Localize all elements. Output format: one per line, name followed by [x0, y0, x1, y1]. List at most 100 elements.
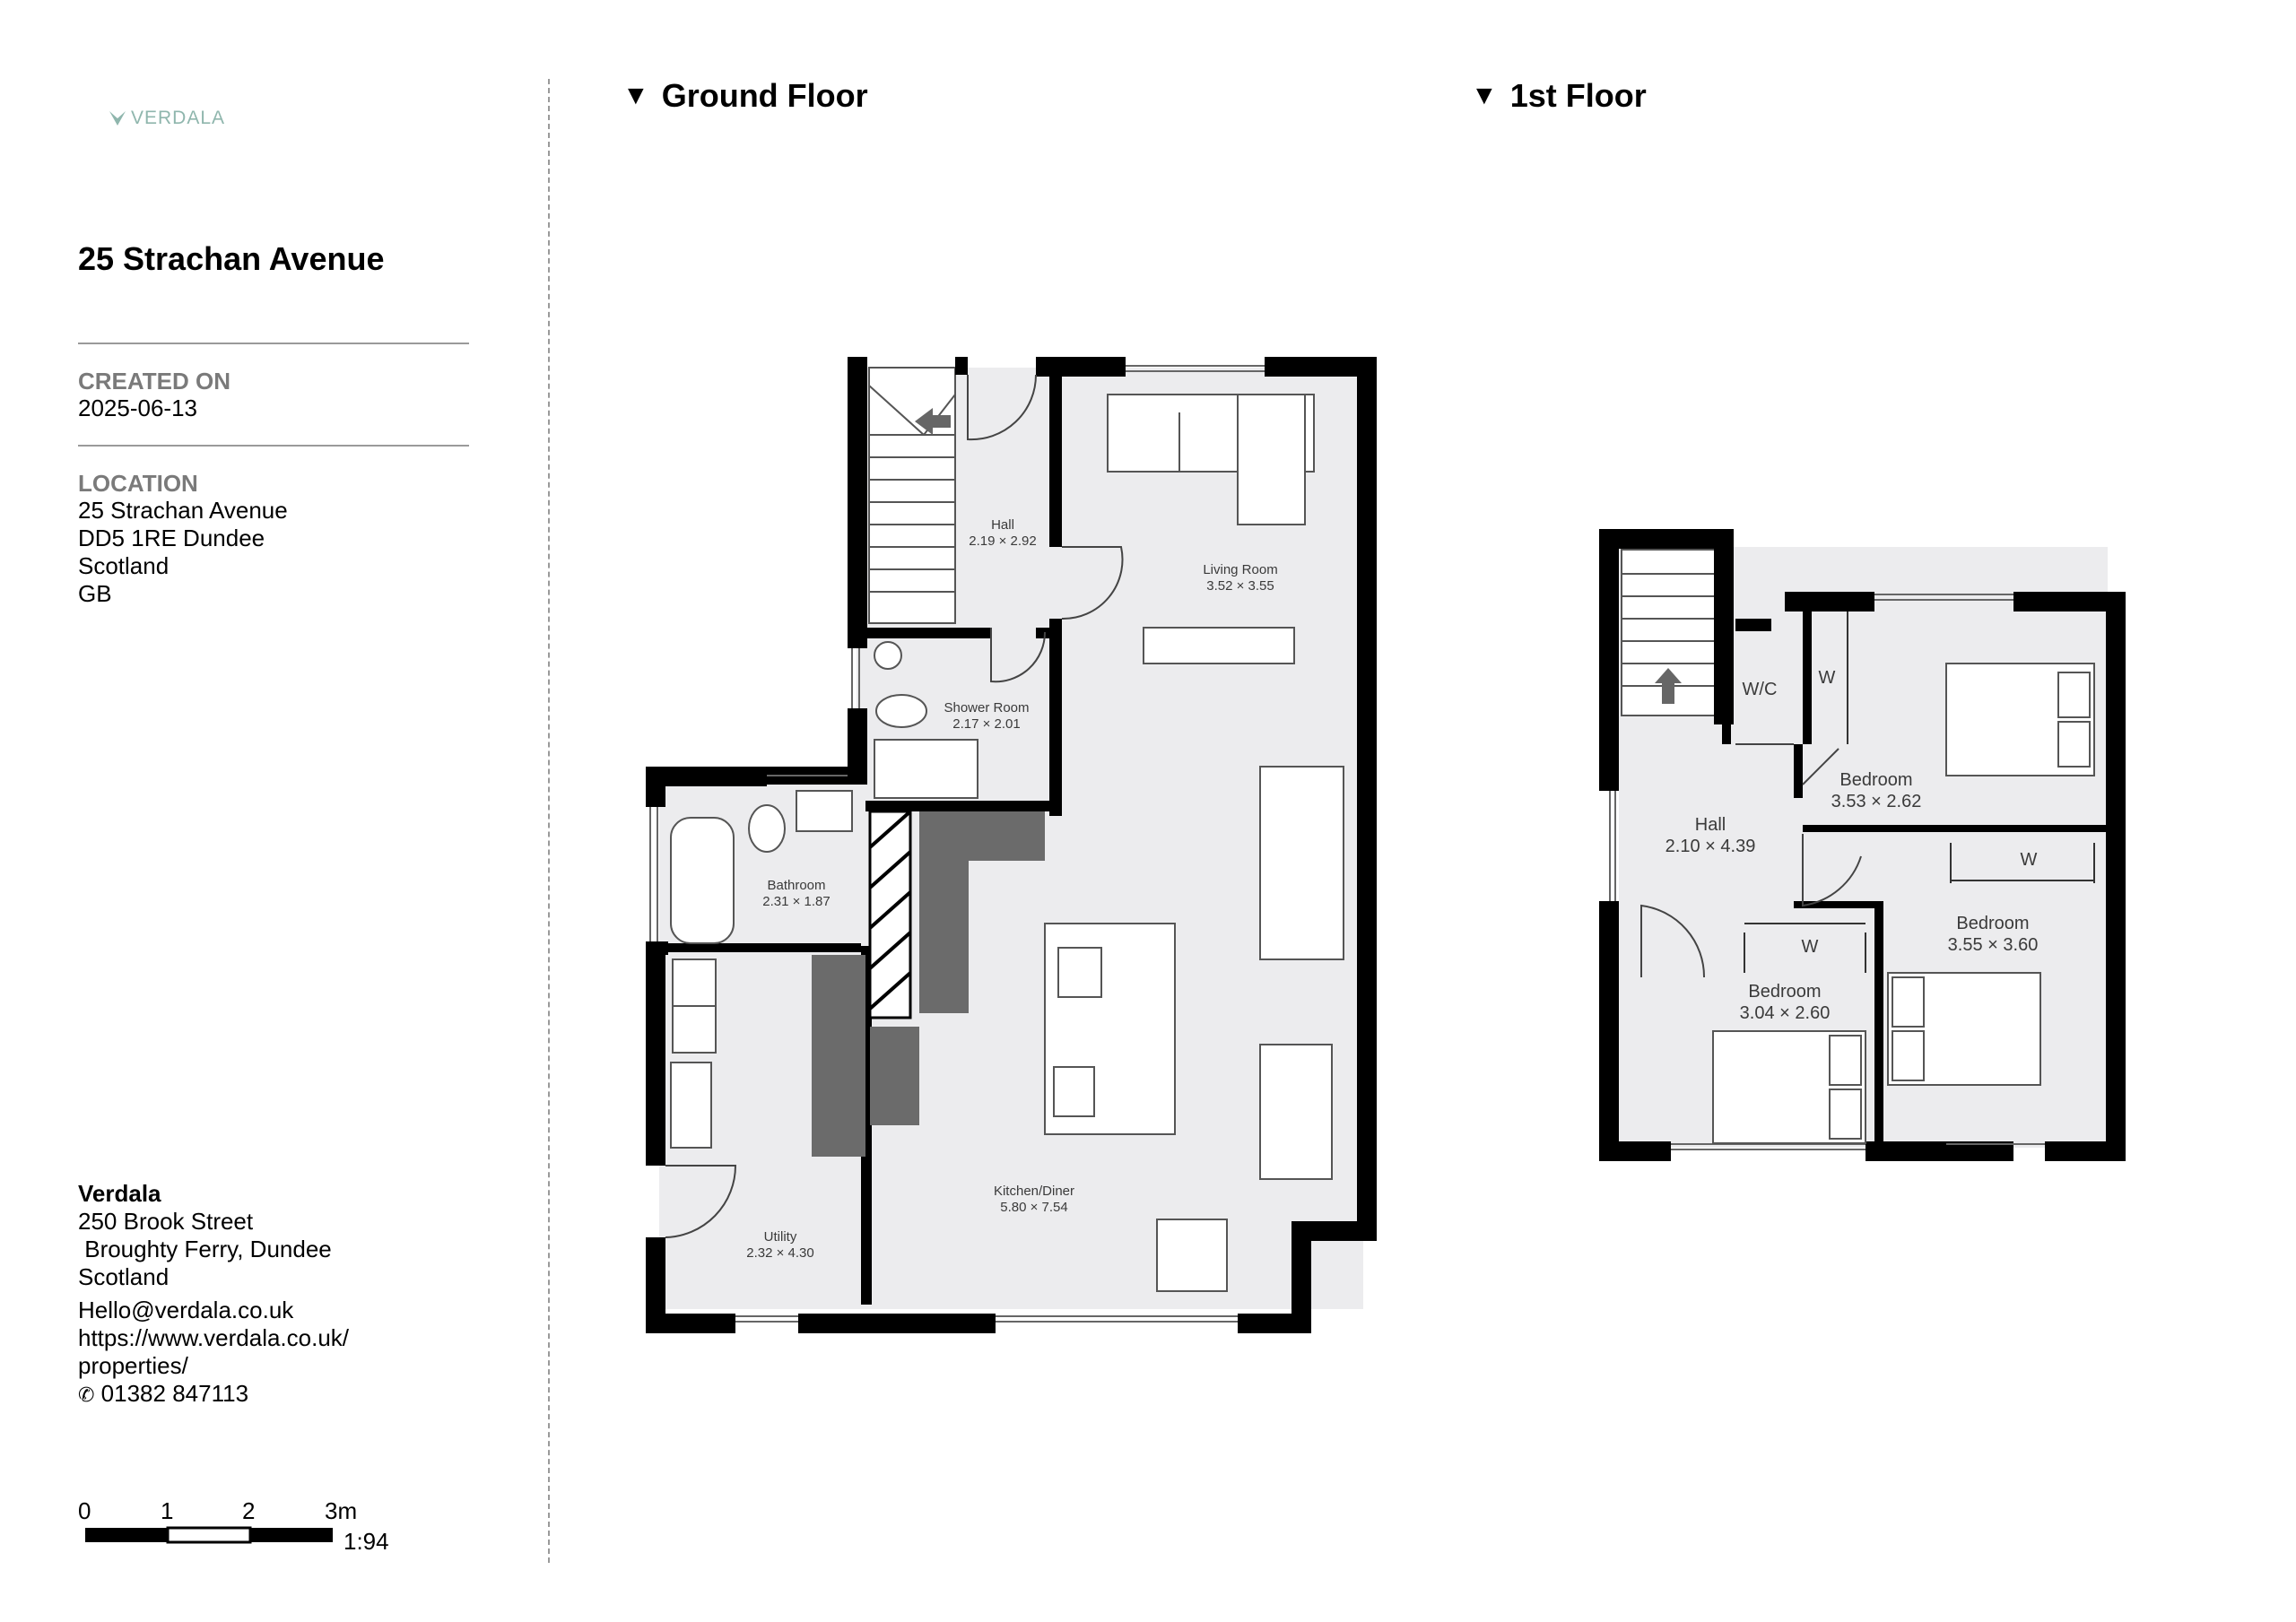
- room-label-bathroom: Bathroom 2.31 × 1.87: [762, 878, 830, 909]
- leaf-logo-icon: [109, 111, 126, 126]
- room-label-shower-room: Shower Room 2.17 × 2.01: [944, 700, 1029, 732]
- first-doors: [1640, 743, 1862, 978]
- brand-name: VERDALA: [131, 108, 226, 128]
- scale-tick-label: 3m: [325, 1499, 357, 1524]
- ground-windows: [649, 365, 1265, 1323]
- sofa-chaise: [1237, 394, 1306, 525]
- svg-text:Hall: Hall: [1695, 815, 1726, 835]
- triangle-down-icon: ▼: [622, 81, 649, 110]
- sofa-2: [1259, 1044, 1333, 1180]
- chimney-breast: [868, 810, 912, 1019]
- agent-address-line: Scotland: [78, 1263, 170, 1290]
- agent-block: Verdala 250 Brook Street Broughty Ferry,…: [78, 1180, 332, 1291]
- svg-text:Bedroom: Bedroom: [1839, 770, 1912, 790]
- agent-contact: Hello@verdala.co.uk https://www.verdala.…: [78, 1297, 349, 1409]
- room-label-bedroom-3: Bedroom 3.04 × 2.60: [1740, 982, 1831, 1023]
- svg-text:5.80 × 7.54: 5.80 × 7.54: [1000, 1200, 1067, 1215]
- arrow-left-icon: [915, 408, 951, 435]
- room-label-bedroom-2: Bedroom 3.55 × 3.60: [1948, 914, 2039, 955]
- agent-phone[interactable]: ✆ 01382 847113: [78, 1380, 349, 1409]
- website-line: properties/: [78, 1352, 188, 1379]
- scale-tick-label: 1: [161, 1499, 173, 1524]
- room-label-utility: Utility 2.32 × 4.30: [746, 1229, 813, 1261]
- room-label-bedroom-1: Bedroom 3.53 × 2.62: [1831, 770, 1922, 811]
- dashed-divider: [548, 79, 550, 1563]
- website-line: https://www.verdala.co.uk/: [78, 1324, 350, 1351]
- wardrobes: [1744, 612, 2095, 973]
- floor-title-ground: ▼ Ground Floor: [622, 77, 868, 115]
- washer: [672, 958, 717, 1007]
- svg-text:Bathroom: Bathroom: [767, 878, 825, 893]
- scale-bar: 0 1 2 3m 1:94: [78, 1499, 389, 1553]
- svg-text:Kitchen/Diner: Kitchen/Diner: [994, 1184, 1074, 1199]
- armchair: [1156, 1219, 1228, 1292]
- scale-tick-label: 2: [242, 1499, 255, 1524]
- phone-icon: ✆: [78, 1383, 95, 1406]
- basin: [796, 790, 853, 832]
- svg-text:2.10 × 4.39: 2.10 × 4.39: [1665, 837, 1756, 856]
- ground-furniture: [670, 394, 1344, 1292]
- svg-text:3.53 × 2.62: 3.53 × 2.62: [1831, 792, 1922, 811]
- room-label-living-room: Living Room 3.52 × 3.55: [1203, 562, 1277, 594]
- agent-name: Verdala: [78, 1180, 161, 1207]
- svg-text:Bedroom: Bedroom: [1956, 914, 2029, 933]
- agent-address-line: 250 Brook Street: [78, 1208, 254, 1235]
- scale-tick-label: 0: [78, 1499, 91, 1524]
- kitchen-units: [812, 811, 1045, 1157]
- tv-unit: [1143, 627, 1295, 664]
- agent-email-link[interactable]: Hello@verdala.co.uk: [78, 1297, 294, 1323]
- location-address: 25 Strachan Avenue DD5 1RE Dundee Scotla…: [78, 497, 288, 608]
- ground-walls: [646, 357, 1377, 1333]
- phone-number: 01382 847113: [100, 1380, 249, 1407]
- triangle-down-icon: ▼: [1471, 81, 1498, 110]
- wardrobe-label: W: [2021, 850, 2038, 870]
- svg-text:Bedroom: Bedroom: [1748, 982, 1821, 1002]
- sink: [1053, 1066, 1095, 1117]
- dining-table: [1259, 766, 1344, 960]
- svg-text:2.17 × 2.01: 2.17 × 2.01: [952, 716, 1020, 732]
- wc-label: W/C: [1743, 680, 1778, 699]
- stairs: [868, 367, 956, 624]
- svg-text:Living Room: Living Room: [1203, 562, 1277, 577]
- utility-sink: [670, 1062, 712, 1149]
- divider-rule: [78, 343, 469, 344]
- floor-title-text: 1st Floor: [1509, 77, 1647, 114]
- wardrobe-label: W: [1819, 668, 1836, 688]
- toilet: [875, 694, 927, 728]
- agent-address-line: Broughty Ferry, Dundee: [78, 1236, 332, 1262]
- toilet: [748, 804, 786, 853]
- floor-title-first: ▼ 1st Floor: [1471, 77, 1647, 115]
- first-walls: [1599, 529, 2126, 1161]
- property-title: 25 Strachan Avenue: [78, 240, 385, 277]
- room-label-kitchen-diner: Kitchen/Diner 5.80 × 7.54: [994, 1184, 1074, 1215]
- svg-text:Hall: Hall: [991, 517, 1014, 533]
- created-label: CREATED ON: [78, 368, 230, 395]
- dryer: [672, 1005, 717, 1054]
- arrow-up-icon: [1655, 668, 1682, 704]
- address-line: 25 Strachan Avenue: [78, 497, 288, 524]
- created-date: 2025-06-13: [78, 395, 197, 421]
- wardrobe-label: W: [1802, 937, 1819, 957]
- address-line: Scotland: [78, 552, 170, 579]
- svg-text:Shower Room: Shower Room: [944, 700, 1029, 716]
- room-label-first-hall: Hall 2.10 × 4.39: [1665, 815, 1756, 856]
- svg-text:2.32 × 4.30: 2.32 × 4.30: [746, 1245, 813, 1261]
- brand-logo: VERDALA: [108, 108, 225, 129]
- info-sidebar: VERDALA 25 Strachan Avenue CREATED ON 20…: [0, 0, 547, 1622]
- scale-segment: [250, 1528, 333, 1542]
- room-label-hall: Hall 2.19 × 2.92: [969, 517, 1036, 549]
- scale-ratio: 1:94: [344, 1528, 389, 1553]
- svg-text:3.55 × 3.60: 3.55 × 3.60: [1948, 935, 2039, 955]
- address-line: GB: [78, 580, 112, 607]
- agent-website-link[interactable]: https://www.verdala.co.uk/ properties/: [78, 1324, 349, 1380]
- first-furniture: [1712, 663, 2095, 1144]
- first-floor-plan: W/C W W W Hall 2.10 × 4.39 Bedroom 3.53 …: [1599, 529, 2126, 1161]
- svg-text:2.19 × 2.92: 2.19 × 2.92: [969, 533, 1036, 549]
- svg-text:Utility: Utility: [764, 1229, 797, 1245]
- divider-rule: [78, 445, 469, 447]
- first-windows: [1609, 594, 2045, 1150]
- hob: [1057, 947, 1102, 998]
- shower-basin: [874, 641, 902, 670]
- location-label: LOCATION: [78, 470, 198, 497]
